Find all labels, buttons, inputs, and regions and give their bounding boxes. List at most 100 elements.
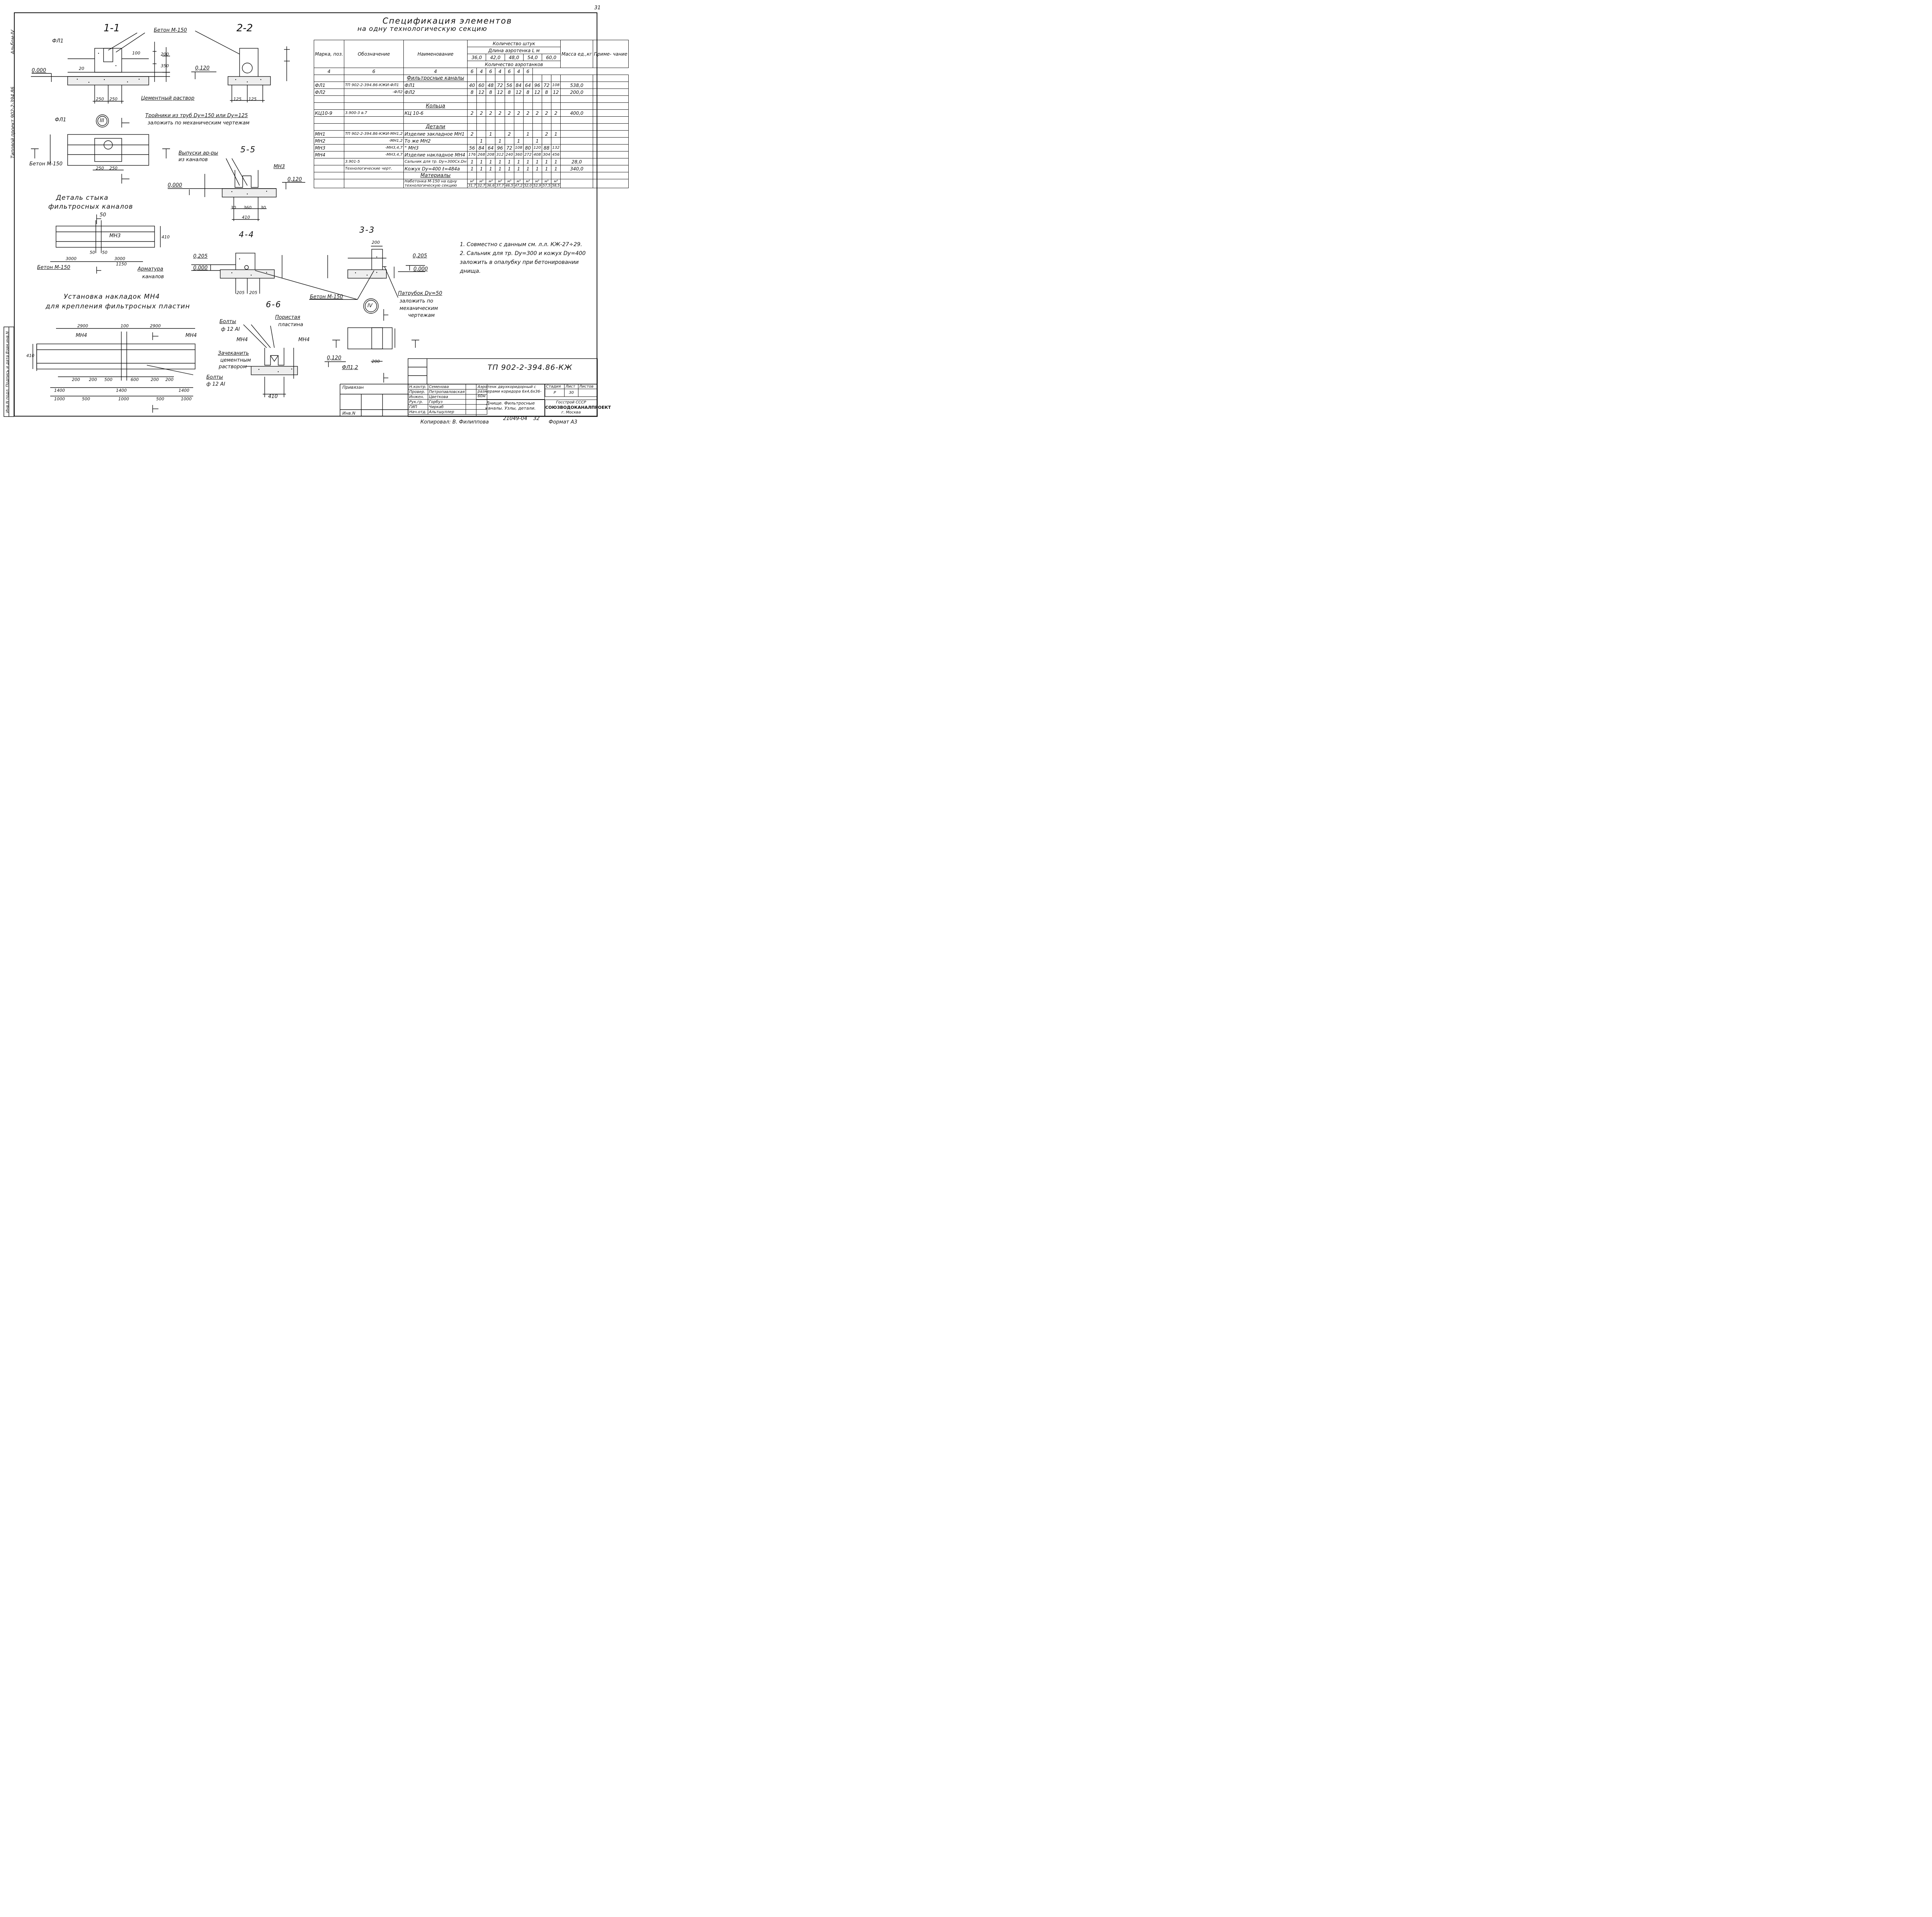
stamp-role-row: Рук.гр.Горбуз [408,399,487,405]
row-qty-value: 46,5 [505,184,514,188]
dim-1400a: 1400 [54,388,65,393]
label-caulk-3: раствором [219,364,247,370]
label-pipe-2: заложить по [400,298,434,304]
row-qty: 1 [476,137,486,145]
section-name: Кольца [403,102,468,110]
row-mark [314,158,344,165]
sheet-header: Лист [564,384,578,389]
row-qty: 1 [476,165,486,172]
dim-20: 20 [79,66,84,71]
spec-cell [514,95,524,103]
spec-cell [344,172,404,179]
note-2: 2. Сальник для тр. Dу=300 и кожух Dу=400… [460,250,586,274]
row-mass: 28,0 [560,158,593,165]
length-header: 60,0 [541,54,561,61]
dim-1150: 1150 [116,262,127,267]
row-qty: 1 [467,165,477,172]
drawing-linework [3,31,598,417]
count-header: 6 [486,68,496,75]
row-designation [344,179,404,188]
dim-250a: 250 [96,97,104,102]
label-pipe-4: чертежам [408,313,435,318]
label-mn3-55: МН3 [274,164,285,170]
spec-cell [560,116,593,124]
row-qty [476,130,486,138]
row-qty: 1 [523,158,533,165]
row-designation: ТП 902-2-394.86-КЖИ-МН1,2 [344,130,404,138]
count-header: 6 [467,68,477,75]
spec-cell [495,172,505,179]
dim-100: 100 [132,51,140,56]
count-header: 4 [476,68,486,75]
sheet-value: 30 [564,389,578,397]
header-aerotanks: Количество аэротанков [467,61,561,68]
row-designation: 3.900-3 в.7 [344,109,404,117]
header-note: Приме- чание [593,40,629,68]
label-mn4-plan-b: МН4 [185,333,197,338]
spec-cell [523,75,533,82]
header-designation: Обозначение [344,40,404,68]
spec-cell [314,123,344,131]
row-qty: 1 [476,158,486,165]
notes-block: 1. Совместно с данным см. л.л. КЖ-27÷29.… [460,240,595,276]
row-mass [560,137,593,145]
count-header: 4 [403,68,468,75]
row-qty-value: 47,2 [515,184,523,188]
row-qty: 2 [467,109,477,117]
row-qty: 2 [486,109,496,117]
dim-250b: 250 [109,97,117,102]
row-qty: 8 [467,88,477,96]
label-beton-joint: Бетон М-150 [37,265,70,270]
dim-30b: 30 [260,205,266,210]
row-qty-value: 57,5 [543,184,551,188]
count-header: 4 [314,68,344,75]
spec-cell [314,102,344,110]
row-name: Набетонка М-150 на одну технологическую … [403,179,468,188]
spec-cell [523,116,533,124]
mn4-title-1: Установка накладок МН4 [64,293,160,301]
row-qty: 1 [495,165,505,172]
drawing-frame [14,12,597,417]
label-p120-11: 0,120 [195,65,210,71]
spec-title-2: на одну технологическую секцию [357,25,487,33]
label-outlets-1: Выпуски ар-ры [179,150,218,156]
spec-cell [523,102,533,110]
row-mark [314,179,344,188]
row-note [593,179,629,188]
spec-cell [314,95,344,103]
spec-title-1: Спецификация элементов [383,16,512,26]
dim-200: 200 [161,52,169,57]
row-mass [560,130,593,138]
spec-cell [467,102,477,110]
header-name: Наименование [403,40,468,68]
dim-410-joint: 410 [162,235,170,240]
row-qty: 1 [551,165,561,172]
count-header: 4 [495,68,505,75]
row-name: То же МН2 [403,137,468,145]
dim-360: 360 [243,205,252,210]
row-qty: 48 [486,82,496,89]
row-qty: 8 [504,88,514,96]
row-note [593,144,629,151]
role-title: ГИП [408,404,428,410]
dim-200-mn4a: 200 [72,377,80,382]
spec-cell [532,123,542,131]
role-person: Горбуз [428,399,466,405]
label-pipe-1: Патрубок Dу=50 [398,291,442,296]
dim-500b: 500 [82,396,90,401]
row-qty-unit: м³ [486,180,495,184]
row-qty: 1 [532,158,542,165]
dim-200-mn4d: 200 [165,377,173,382]
label-bolts2-66: ф 12 АI [221,327,240,332]
spec-cell [551,102,561,110]
spec-cell [551,116,561,124]
spec-cell [532,116,542,124]
spec-cell [314,75,344,82]
row-qty: 1 [551,130,561,138]
spec-cell [344,102,404,110]
row-designation: -ФЛ2 [344,88,404,96]
